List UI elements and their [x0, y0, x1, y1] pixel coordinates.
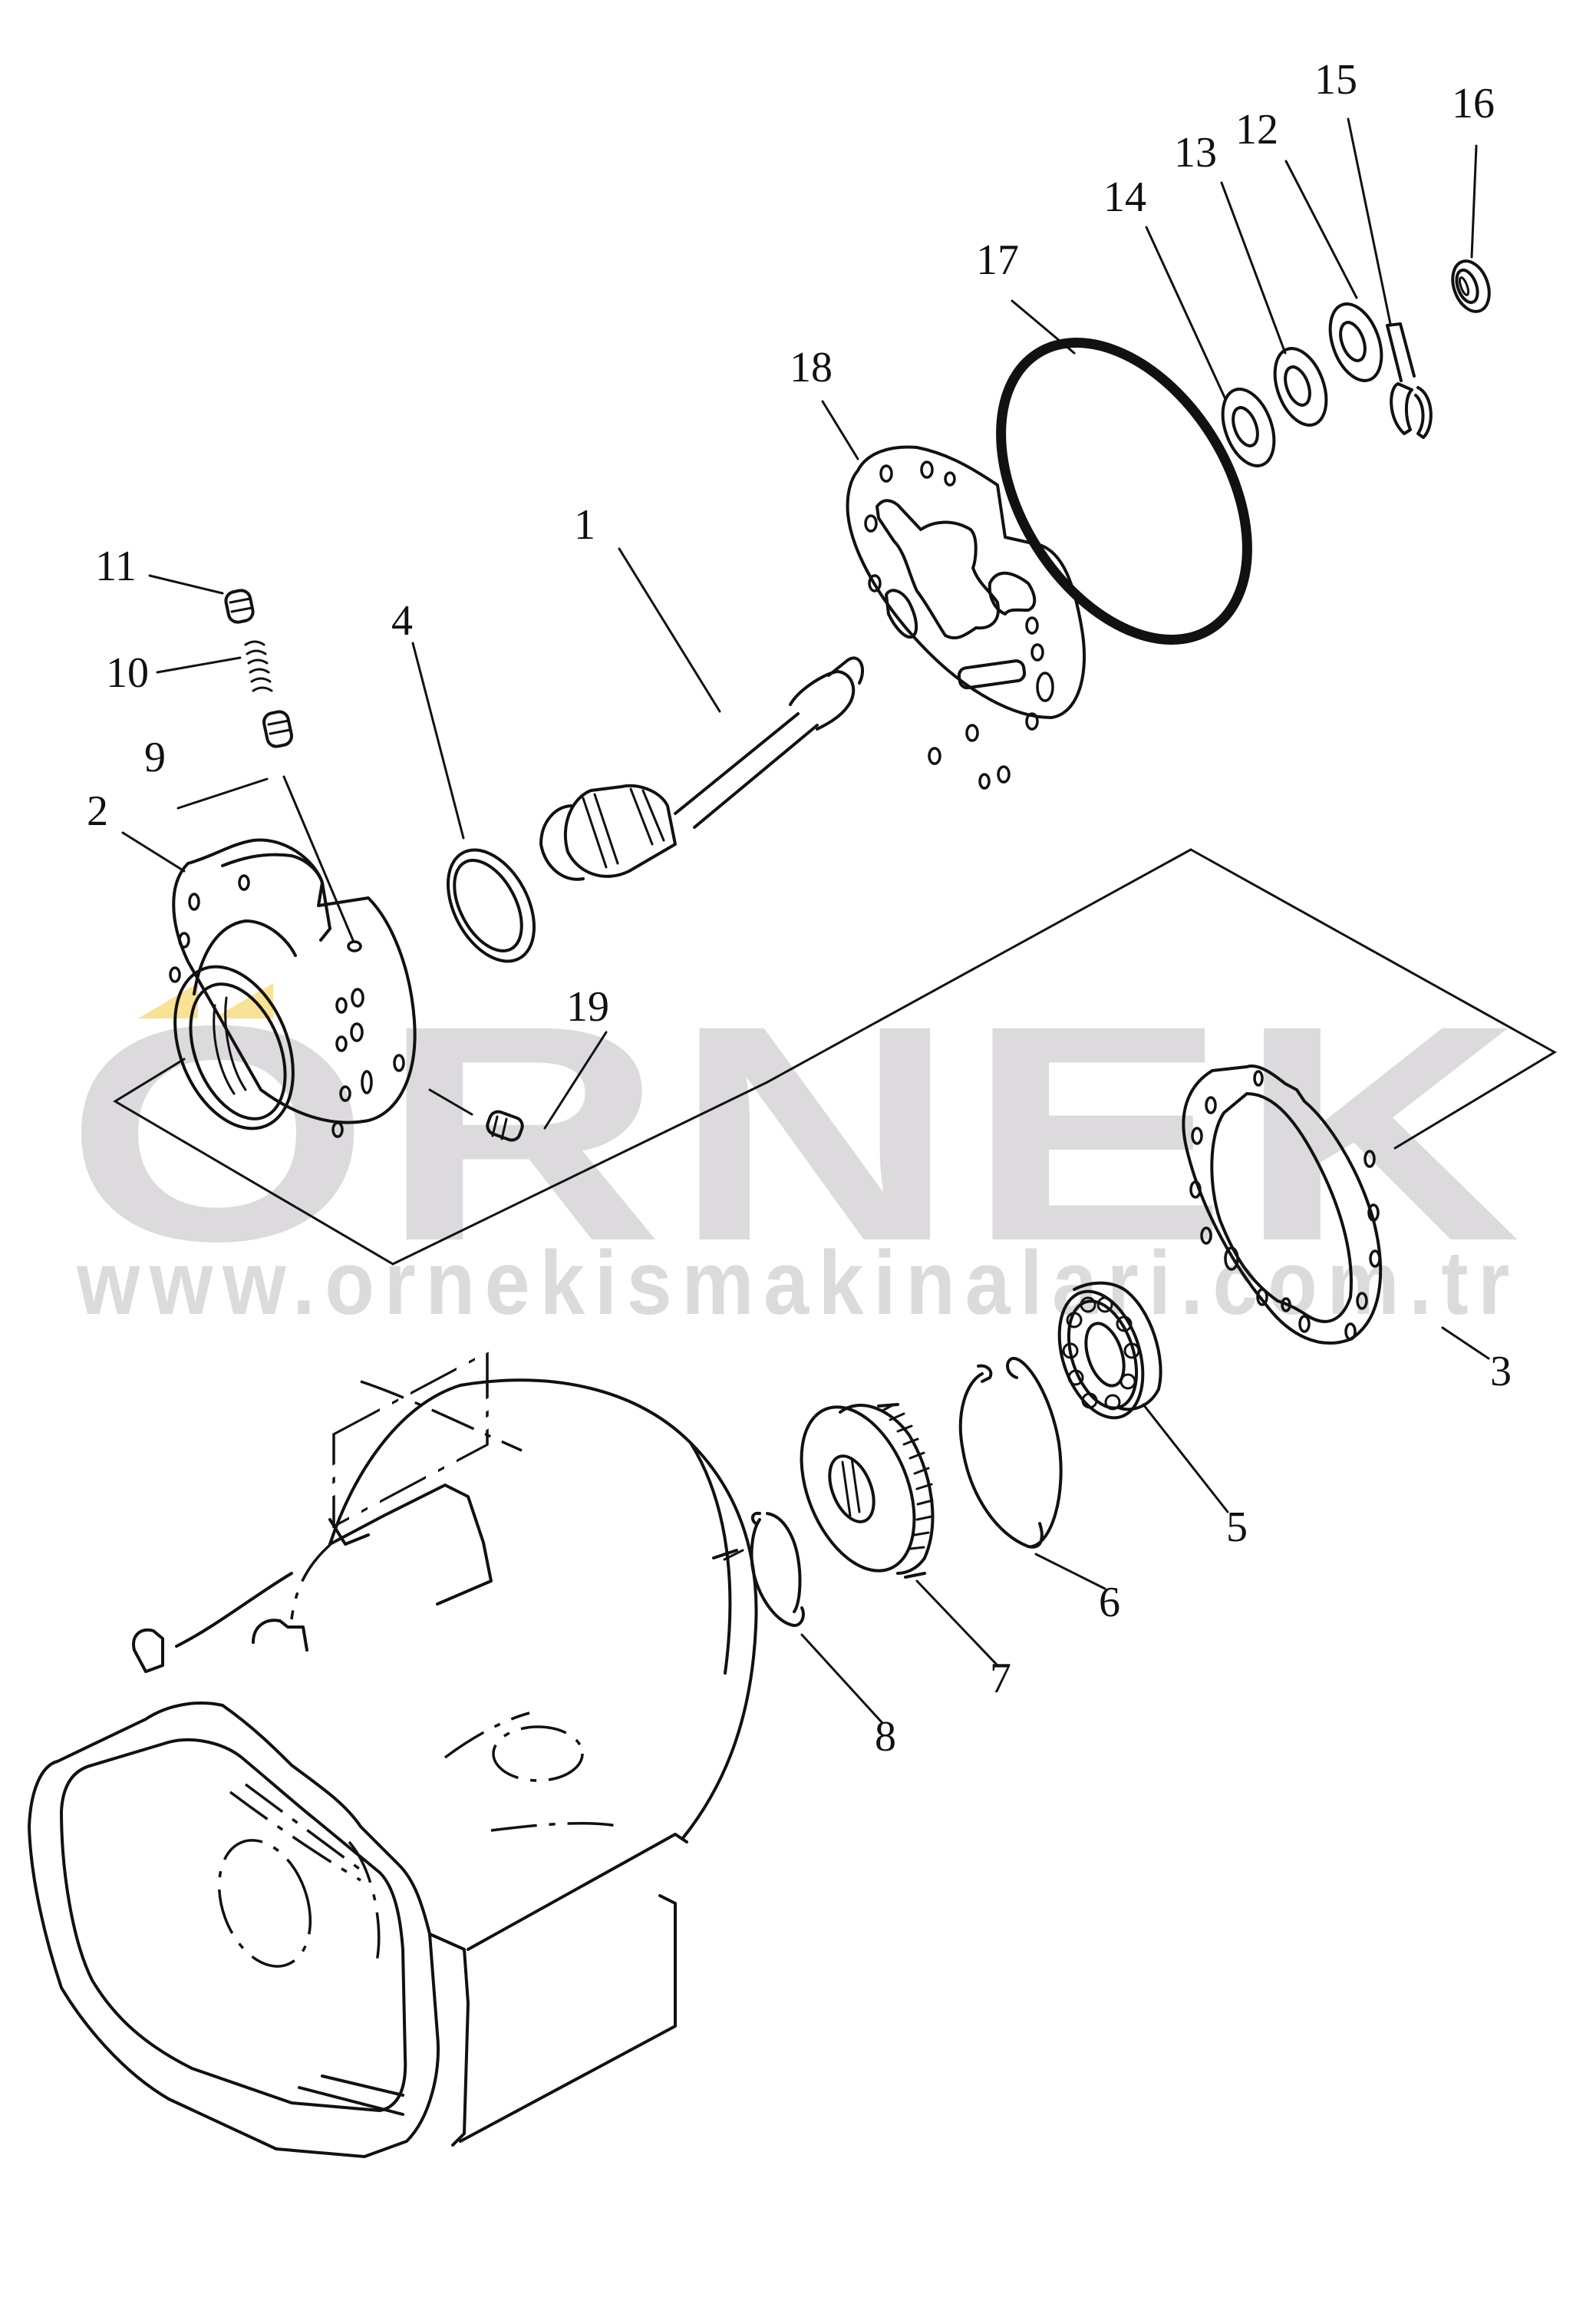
leader-2	[121, 831, 186, 873]
label-9: 9	[144, 734, 166, 781]
leader-10	[156, 656, 242, 674]
leader-16	[1470, 144, 1478, 259]
bearing-balls	[1062, 1296, 1140, 1411]
part-10-spring	[244, 640, 273, 692]
label-2: 2	[87, 787, 108, 835]
label-15: 15	[1314, 56, 1357, 104]
part-6-snap-ring	[958, 1357, 1063, 1549]
leader-13	[1220, 181, 1287, 355]
part-15-pin	[1386, 322, 1433, 439]
transmission-housing	[28, 1350, 758, 2158]
watermark-accent-triangle-2	[213, 983, 273, 1018]
label-10: 10	[106, 649, 149, 697]
leader-4	[411, 642, 465, 840]
part-14-washer	[1221, 388, 1276, 467]
watermark-url: www.ornekismakinalari.com.tr	[76, 1233, 1519, 1334]
leader-1	[618, 547, 721, 713]
leader-9-to-body	[282, 775, 354, 942]
label-13: 13	[1174, 129, 1217, 177]
label-18: 18	[790, 344, 833, 391]
watermark: ORNEK www.ornekismakinalari.com.tr	[65, 962, 1531, 1334]
leader-5	[1142, 1403, 1229, 1513]
leader-19-to-body	[428, 1088, 473, 1116]
part-12-washer	[1328, 302, 1383, 382]
reference-plane	[113, 848, 1557, 1266]
gear-teeth	[881, 1403, 934, 1550]
part-labels: 1 2 3 4 5 6 7 8 9 10 11 12 13 14 15 16 1…	[87, 56, 1512, 1761]
part-17-o-ring	[996, 338, 1252, 645]
part-19-plug	[486, 1110, 524, 1142]
watermark-accent-triangle-1	[138, 983, 198, 1018]
label-16: 16	[1452, 80, 1495, 127]
part-9-plug	[262, 710, 293, 748]
watermark-brand: ORNEK	[65, 962, 1531, 1305]
label-11: 11	[95, 543, 137, 590]
label-5: 5	[1226, 1503, 1248, 1551]
part-2-pump-body	[169, 838, 417, 1138]
leader-19	[543, 1031, 608, 1130]
label-4: 4	[391, 597, 413, 645]
leader-15	[1347, 117, 1392, 325]
leader-6	[1034, 1553, 1106, 1590]
part-11-plug	[224, 589, 255, 624]
part-1-drive-shaft	[539, 656, 864, 881]
leader-11	[148, 574, 224, 595]
label-12: 12	[1235, 106, 1278, 153]
leader-14	[1145, 226, 1227, 401]
pump-body-holes	[169, 874, 405, 1138]
leader-8	[800, 1633, 884, 1725]
label-17: 17	[976, 236, 1019, 284]
gasket-holes	[1189, 1070, 1381, 1341]
part-7-gear	[800, 1403, 935, 1579]
part-16-bushing	[1451, 259, 1491, 313]
label-1: 1	[574, 501, 595, 549]
leader-18	[821, 400, 859, 460]
part-3-gasket	[1182, 1064, 1383, 1345]
leader-9	[176, 777, 269, 810]
part-18-side-plate	[846, 445, 1086, 790]
part-13-washer	[1273, 347, 1328, 427]
leader-lines	[121, 117, 1490, 1725]
label-14: 14	[1103, 173, 1146, 221]
label-8: 8	[875, 1713, 896, 1761]
part-4-seal-ring	[446, 848, 536, 963]
leader-3	[1441, 1326, 1490, 1360]
part-5-ball-bearing	[1057, 1281, 1162, 1420]
label-6: 6	[1099, 1579, 1120, 1626]
label-19: 19	[566, 983, 609, 1031]
leader-12	[1284, 160, 1358, 299]
plate-holes	[864, 460, 1054, 790]
label-7: 7	[990, 1655, 1011, 1702]
leader-7	[915, 1579, 999, 1667]
leader-17	[1011, 299, 1076, 355]
label-3: 3	[1490, 1348, 1512, 1395]
part-8-snap-ring	[750, 1511, 805, 1627]
